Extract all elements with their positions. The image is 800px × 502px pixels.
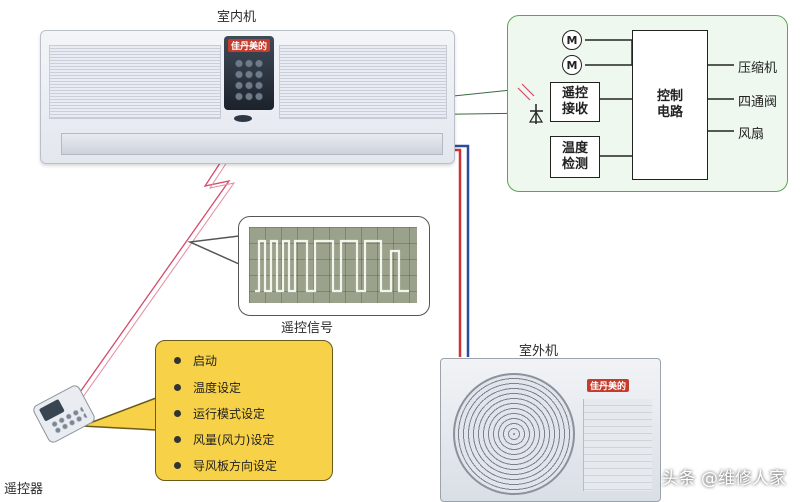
function-item-temperature: 温度设定 xyxy=(174,379,241,396)
outdoor-unit: 佳丹美的 xyxy=(440,358,661,502)
signal-waveform-callout xyxy=(238,216,430,316)
signal-label: 遥控信号 xyxy=(281,321,334,336)
remote-receiver-box: 遥控 接收 xyxy=(550,82,600,122)
brand-logo: 佳丹美的 xyxy=(228,39,271,52)
output-four-way-valve: 四通阀 xyxy=(738,95,778,110)
function-item-mode: 运行模式设定 xyxy=(174,405,265,422)
outdoor-unit-label: 室外机 xyxy=(519,344,559,359)
display-icons xyxy=(234,58,264,102)
bullet-icon xyxy=(174,436,181,443)
indoor-grille-left xyxy=(49,45,221,119)
control-circuit-box: 控制 电路 xyxy=(632,30,708,180)
bullet-icon xyxy=(174,384,181,391)
function-item-fan-speed: 风量(风力)设定 xyxy=(174,431,274,448)
bullet-icon xyxy=(174,462,181,469)
indoor-unit-label: 室内机 xyxy=(217,10,257,25)
outdoor-brand-logo: 佳丹美的 xyxy=(587,379,630,392)
outdoor-side-panel xyxy=(583,399,652,491)
fan-grille xyxy=(453,373,575,495)
output-fan: 风扇 xyxy=(738,127,765,142)
remote-functions-callout: 启动 温度设定 运行模式设定 风量(风力)设定 导风板方向设定 xyxy=(155,340,333,481)
oscilloscope-screen xyxy=(249,227,417,303)
indoor-display-panel: 佳丹美的 xyxy=(224,36,274,110)
remote-label: 遥控器 xyxy=(4,482,44,497)
function-item-louver: 导风板方向设定 xyxy=(174,457,277,474)
control-diagram: M M 遥控 接收 温度 检测 控制 电路 压缩机 四通阀 风扇 xyxy=(507,15,788,192)
bullet-icon xyxy=(174,357,181,364)
waveform xyxy=(255,239,409,293)
watermark: 头条 @维修人家 xyxy=(661,469,786,489)
output-compressor: 压缩机 xyxy=(738,61,778,76)
indoor-receiver-window xyxy=(234,115,252,122)
pipe-red xyxy=(446,148,462,357)
bullet-icon xyxy=(174,410,181,417)
motor-icon-1: M xyxy=(562,30,582,50)
indoor-grille-right xyxy=(279,45,447,119)
indoor-louver xyxy=(61,133,443,155)
temperature-sensor-box: 温度 检测 xyxy=(550,136,600,178)
signal-pointer xyxy=(187,235,240,265)
pipe-blue xyxy=(446,144,470,357)
indoor-unit: 佳丹美的 xyxy=(40,30,455,164)
function-item-start: 启动 xyxy=(174,352,217,369)
motor-icon-2: M xyxy=(562,55,582,75)
